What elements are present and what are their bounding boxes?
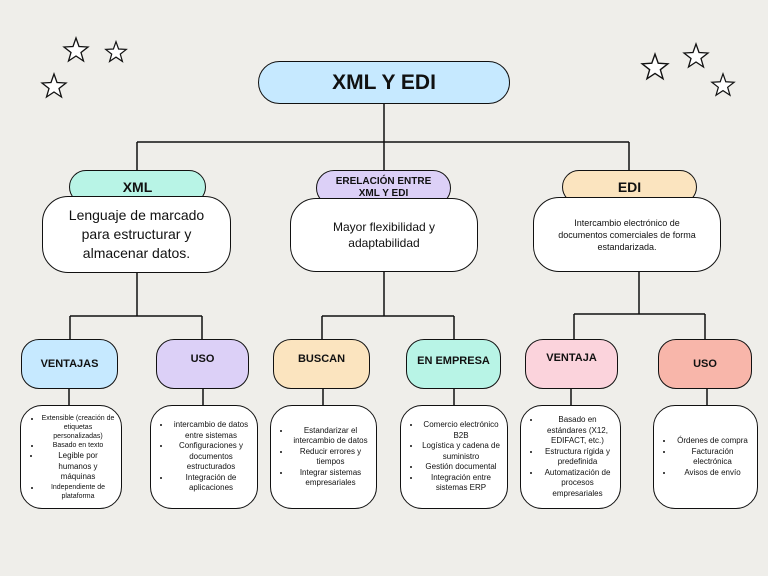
list-item: Extensible (creación de etiquetas person… xyxy=(41,414,115,441)
edi-description: Intercambio electrónico de documentos co… xyxy=(533,197,721,272)
list-item: Basado en estándares (X12, EDIFACT, etc.… xyxy=(541,415,614,447)
list-item: Órdenes de compra xyxy=(674,436,751,447)
empresa-node: EN EMPRESA xyxy=(406,339,501,389)
uso-xml-node: USO xyxy=(156,339,249,389)
xml-label: XML xyxy=(122,179,153,195)
list-item: Gestión documental xyxy=(421,462,501,473)
ventajas-label: VENTAJAS xyxy=(40,358,99,370)
star-icon xyxy=(104,40,128,63)
relacion-description: Mayor flexibilidad y adaptabilidad xyxy=(290,198,478,272)
star-icon xyxy=(710,72,736,97)
list-item: Logística y cadena de suministro xyxy=(421,441,501,462)
buscan-node: BUSCAN xyxy=(273,339,370,389)
list-item: Integración entre sistemas ERP xyxy=(421,473,501,494)
list-item: intercambio de datos entre sistemas xyxy=(171,420,251,441)
relacion-label: ERELACIÓN ENTRE XML Y EDI xyxy=(335,176,432,199)
list-item: Comercio electrónico B2B xyxy=(421,420,501,441)
uso-xml-card: intercambio de datos entre sistemas Conf… xyxy=(150,405,258,509)
uso-edi-list: Órdenes de compra Facturación electrónic… xyxy=(654,436,757,478)
uso-edi-card: Órdenes de compra Facturación electrónic… xyxy=(653,405,758,509)
list-item: Estructura rígida y predefinida xyxy=(541,447,614,468)
edi-label: EDI xyxy=(617,179,642,195)
ventajas-card: Extensible (creación de etiquetas person… xyxy=(20,405,122,509)
ventaja-edi-node: VENTAJA xyxy=(525,339,618,389)
list-item: Reducir errores y tiempos xyxy=(291,447,370,468)
ventaja-edi-label: VENTAJA xyxy=(546,352,597,364)
list-item: Automatización de procesos empresariales xyxy=(541,468,614,500)
title-text: XML Y EDI xyxy=(332,70,436,94)
list-item: Integración de aplicaciones xyxy=(171,473,251,494)
ventajas-node: VENTAJAS xyxy=(21,339,118,389)
buscan-list: Estandarizar el intercambio de datos Red… xyxy=(271,426,376,489)
ventaja-edi-card: Basado en estándares (X12, EDIFACT, etc.… xyxy=(520,405,621,509)
ventaja-edi-list: Basado en estándares (X12, EDIFACT, etc.… xyxy=(521,415,620,499)
list-item: Facturación electrónica xyxy=(674,447,751,468)
star-icon xyxy=(40,72,68,99)
list-item: Independiente de plataforma xyxy=(41,483,115,501)
title-node: XML Y EDI xyxy=(258,61,510,104)
uso-xml-label: USO xyxy=(190,353,215,365)
empresa-label: EN EMPRESA xyxy=(417,355,490,367)
buscan-card: Estandarizar el intercambio de datos Red… xyxy=(270,405,377,509)
list-item: Integrar sistemas empresariales xyxy=(291,468,370,489)
list-item: Estandarizar el intercambio de datos xyxy=(291,426,370,447)
uso-xml-list: intercambio de datos entre sistemas Conf… xyxy=(151,420,257,494)
empresa-list: Comercio electrónico B2B Logística y cad… xyxy=(401,420,507,494)
xml-description: Lenguaje de marcado para estructurar y a… xyxy=(42,196,231,273)
ventajas-list: Extensible (creación de etiquetas person… xyxy=(21,414,121,501)
buscan-label: BUSCAN xyxy=(297,353,346,365)
star-icon xyxy=(682,42,710,69)
list-item: Avisos de envío xyxy=(674,468,751,479)
relacion-description-text: Mayor flexibilidad y adaptabilidad xyxy=(332,220,436,250)
list-item: Configuraciones y documentos estructurad… xyxy=(171,441,251,473)
xml-description-text: Lenguaje de marcado para estructurar y a… xyxy=(68,207,205,261)
empresa-card: Comercio electrónico B2B Logística y cad… xyxy=(400,405,508,509)
uso-edi-node: USO xyxy=(658,339,752,389)
star-icon xyxy=(640,52,670,81)
uso-edi-label: USO xyxy=(693,358,717,370)
list-item: Legible por humanos y máquinas xyxy=(41,451,115,483)
list-item: Basado en texto xyxy=(41,441,115,452)
star-icon xyxy=(62,36,90,63)
edi-description-text: Intercambio electrónico de documentos co… xyxy=(558,217,696,252)
